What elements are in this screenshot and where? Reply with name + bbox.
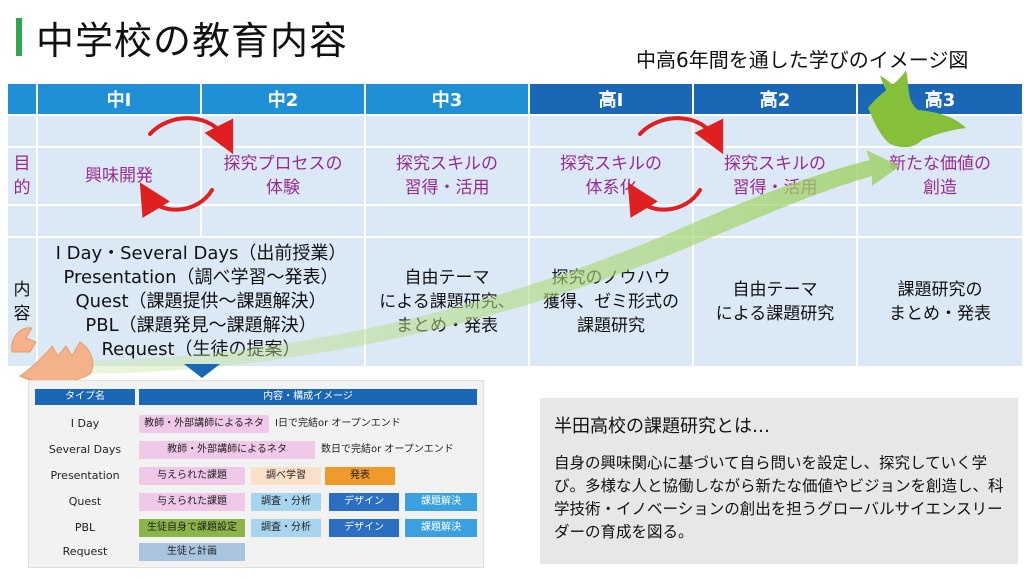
chip-pbl-1: 生徒自身で課題設定 — [139, 519, 245, 537]
purpose-hs3: 新たな価値の 創造 — [856, 146, 1024, 206]
row-label-purpose: 目 的 — [6, 146, 38, 206]
header-grade-hs3: 高3 — [856, 82, 1024, 116]
text-iday: I日で完結or オープンエンド — [275, 418, 401, 429]
type-table: タイプ名 内容・構成イメージ I Day 教師・外部講師によるネタ I日で完結o… — [28, 380, 484, 568]
purpose-ms2: 探究プロセスの 体験 — [200, 146, 366, 206]
header-corner — [6, 82, 38, 116]
header-grade-ms2: 中2 — [200, 82, 366, 116]
row-label-content: 内 容 — [6, 236, 38, 368]
chip-request-1: 生徒と計画 — [139, 543, 245, 561]
content-hs2: 自由テーマ による課題研究 — [692, 236, 858, 368]
chip-quest-1: 与えられた課題 — [139, 493, 245, 511]
title-accent-bar — [16, 18, 22, 56]
type-name-pbl: PBL — [74, 521, 96, 534]
chip-pbl-3: デザイン — [329, 519, 399, 537]
pointer-triangle — [184, 364, 220, 378]
type-name-request: Request — [62, 545, 108, 558]
purpose-ms1: 興味開発 — [36, 146, 202, 206]
type-name-several: Several Days — [48, 443, 122, 456]
chip-several-topic: 教師・外部講師によるネタ — [139, 441, 315, 459]
header-grade-ms3: 中3 — [364, 82, 530, 116]
chip-pbl-4: 課題解決 — [405, 519, 477, 537]
type-header-content: 内容・構成イメージ — [139, 389, 477, 405]
page-subtitle: 中高6年間を通した学びのイメージ図 — [636, 48, 969, 72]
chip-quest-2: 調査・分析 — [251, 493, 321, 511]
page-title: 中学校の教育内容 — [36, 19, 349, 63]
chip-presentation-3: 発表 — [325, 467, 395, 485]
chip-iday-topic: 教師・外部講師によるネタ — [139, 415, 269, 433]
info-body: 自身の興味関心に基づいて自ら問いを設定し、探究していく学び。多様な人と協働しなが… — [554, 454, 1004, 541]
type-header-name: タイプ名 — [35, 389, 135, 405]
type-name-iday: I Day — [70, 417, 100, 430]
type-name-presentation: Presentation — [50, 469, 120, 482]
purpose-hs2: 探究スキルの 習得・活用 — [692, 146, 858, 206]
content-ms12: I Day・Several Days（出前授業） Presentation（調べ… — [36, 236, 366, 368]
content-ms3: 自由テーマ による課題研究、 まとめ・発表 — [364, 236, 530, 368]
header-grade-ms1: 中Ⅰ — [36, 82, 202, 116]
purpose-ms3: 探究スキルの 習得・活用 — [364, 146, 530, 206]
curriculum-table: 中Ⅰ 中2 中3 高Ⅰ 高2 高3 目 的 興味開発 探究プロセスの 体験 探究… — [6, 82, 1024, 368]
chip-quest-4: 課題解決 — [405, 493, 477, 511]
purpose-hs1: 探究スキルの 体系化 — [528, 146, 694, 206]
chip-presentation-1: 与えられた課題 — [139, 467, 245, 485]
info-box: 半田高校の課題研究とは… 自身の興味関心に基づいて自ら問いを設定し、探究していく… — [540, 398, 1018, 564]
info-heading: 半田高校の課題研究とは… — [554, 416, 770, 437]
content-hs3: 課題研究の まとめ・発表 — [856, 236, 1024, 368]
chip-presentation-2: 調べ学習 — [251, 467, 321, 485]
header-grade-hs2: 高2 — [692, 82, 858, 116]
text-several: 数日で完結or オープンエンド — [321, 444, 454, 455]
content-hs1: 探究のノウハウ 獲得、ゼミ形式の 課題研究 — [528, 236, 694, 368]
chip-pbl-2: 調査・分析 — [251, 519, 321, 537]
type-name-quest: Quest — [68, 495, 102, 508]
header-grade-hs1: 高Ⅰ — [528, 82, 694, 116]
chip-quest-3: デザイン — [329, 493, 399, 511]
